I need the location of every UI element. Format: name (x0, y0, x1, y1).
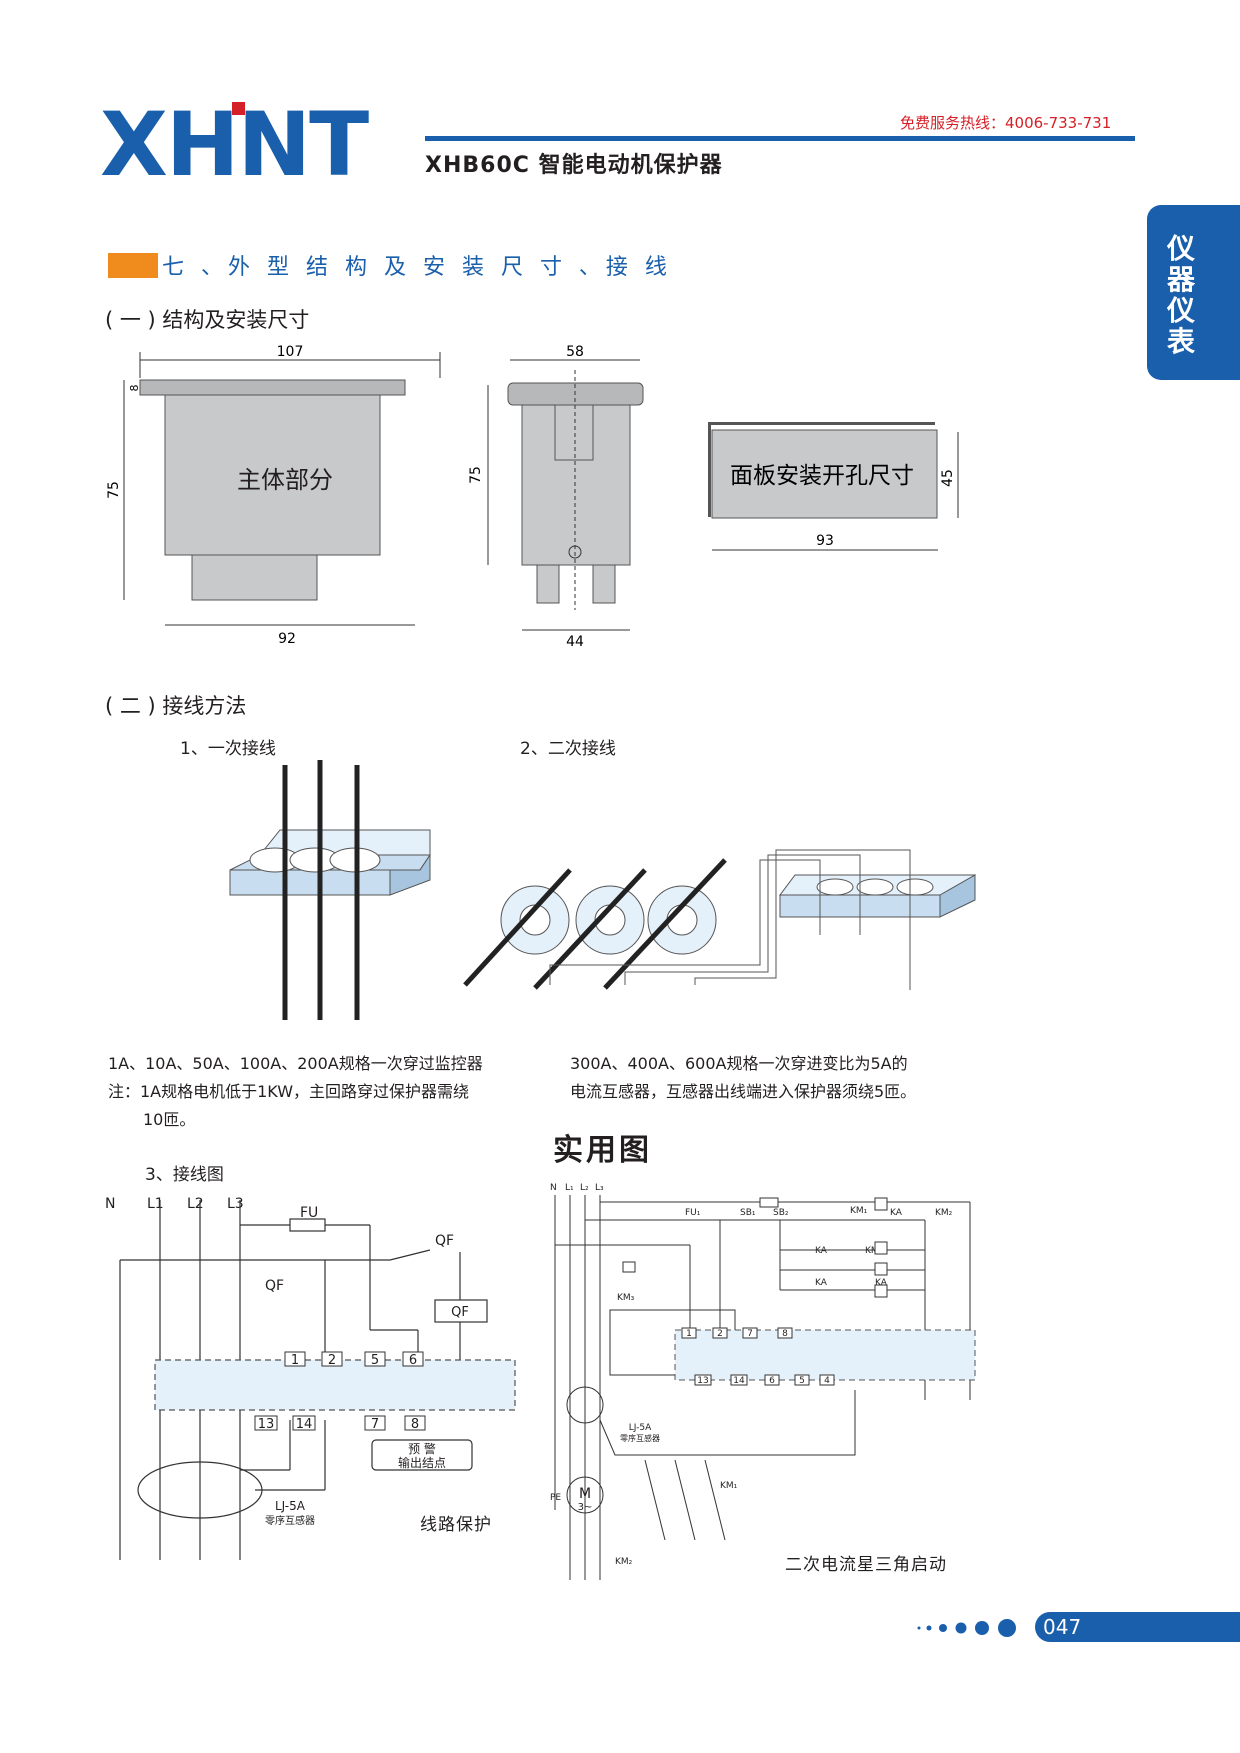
r-label-l2: L₂ (580, 1183, 589, 1193)
r-label-sb2: SB₂ (773, 1208, 789, 1218)
subsection-wiring: ( 二 ) 接线方法 (105, 694, 247, 718)
r-label-l1: L₁ (565, 1183, 574, 1193)
r-terminal-2: 2 (717, 1329, 723, 1339)
r-label-n: N (550, 1183, 557, 1193)
r-label-sb1: SB₁ (740, 1208, 756, 1218)
r-terminal-14: 14 (733, 1376, 745, 1386)
primary-note-2: 注：1A规格电机低于1KW，主回路穿过保护器需绕 (108, 1082, 470, 1101)
r-label-km1: KM₁ (850, 1206, 868, 1216)
alarm-label-1: 预 警 (408, 1441, 436, 1456)
page-number-badge: 047 (1035, 1612, 1240, 1642)
dimension-drawings: 主体部分 107 75 8 92 58 75 44 面板安装开孔尺寸 45 93 (106, 344, 959, 650)
secondary-wiring-device (463, 849, 976, 990)
star-delta-diagram: N L₁ L₂ L₃ FU₁ SB₁ SB₂ KM₁ KA KM₂ KM₃ KA… (550, 1183, 976, 1580)
page-number: 047 (1043, 1615, 1082, 1639)
alarm-label-2: 输出结点 (398, 1455, 446, 1470)
section-title: 七 、外 型 结 构 及 安 装 尺 寸 、接 线 (162, 255, 672, 280)
r-ct-desc: 零序互感器 (620, 1433, 660, 1443)
r-label-ka-2: KA (815, 1246, 828, 1256)
line-protection-caption: 线路保护 (420, 1515, 492, 1535)
r-label-ka-4: KA (875, 1278, 888, 1288)
hotline-text: 免费服务热线：4006-733-731 (900, 114, 1112, 132)
page-dots (917, 1619, 1016, 1637)
dim-front-width-bottom: 92 (278, 631, 296, 647)
dim-front-height: 75 (106, 481, 122, 499)
terminal-2: 2 (328, 1353, 336, 1368)
star-delta-caption: 二次电流星三角启动 (785, 1555, 947, 1575)
r-terminal-7: 7 (747, 1329, 753, 1339)
primary-note-3: 10匝。 (143, 1110, 196, 1129)
primary-note-1: 1A、10A、50A、100A、200A规格一次穿过监控器 (108, 1054, 483, 1073)
dim-side-width-bottom: 44 (566, 634, 584, 650)
r-label-km1-2: KM₁ (865, 1246, 883, 1256)
logo-dot (232, 102, 245, 115)
wiring-illustration (229, 760, 976, 1020)
primary-wiring-title: 1、一次接线 (180, 739, 276, 759)
primary-wiring-device (229, 760, 431, 1020)
line-protection-diagram: N L1 L2 L3 FU QF QF 1 2 5 6 QF 13 14 7 (105, 1196, 516, 1560)
r-label-ka: KA (890, 1208, 903, 1218)
header-rule (425, 136, 1135, 141)
terminal-13: 13 (258, 1417, 275, 1432)
dim-panel-width: 93 (816, 533, 834, 549)
xhnt-logo: XHNT (100, 100, 371, 185)
label-n: N (105, 1196, 115, 1212)
r-terminal-6: 6 (769, 1376, 775, 1386)
r-label-km2-2: KM₂ (615, 1557, 633, 1567)
side-tab-label: 仪器仪表 (1166, 232, 1195, 358)
secondary-note-1: 300A、400A、600A规格一次穿进变比为5A的 (570, 1054, 908, 1073)
r-terminal-13: 13 (697, 1376, 708, 1386)
terminal-6: 6 (409, 1353, 417, 1368)
label-qf-coil: QF (451, 1305, 469, 1320)
label-fu: FU (300, 1205, 318, 1221)
r-terminal-4: 4 (824, 1376, 830, 1386)
terminal-8: 8 (411, 1417, 419, 1432)
label-l3: L3 (227, 1196, 244, 1212)
r-label-ka-3: KA (815, 1278, 828, 1288)
terminal-5: 5 (371, 1353, 379, 1368)
label-qf-phase: QF (265, 1278, 284, 1294)
dim-front-flange: 8 (128, 385, 141, 392)
label-l1: L1 (147, 1196, 164, 1212)
r-label-pe: PE (550, 1493, 561, 1503)
side-tab[interactable]: 仪器仪表 (1147, 205, 1240, 380)
side-view: 58 75 44 (468, 344, 644, 650)
panel-cutout-view: 面板安装开孔尺寸 45 93 (708, 422, 959, 551)
r-label-l3: L₃ (595, 1183, 604, 1193)
r-terminal-8: 8 (782, 1329, 788, 1339)
r-label-km3: KM₃ (617, 1293, 635, 1303)
section-marker (108, 253, 158, 278)
secondary-note-2: 电流互感器，互感器出线端进入保护器须绕5匝。 (570, 1082, 917, 1101)
front-label: 主体部分 (237, 466, 333, 494)
r-label-km2: KM₂ (935, 1208, 953, 1218)
r-ct-label: LJ-5A (629, 1423, 652, 1433)
label-l2: L2 (187, 1196, 204, 1212)
r-terminal-5: 5 (799, 1376, 805, 1386)
diagram-title: 3、接线图 (145, 1165, 224, 1185)
product-title: XHB60C 智能电动机保护器 (425, 153, 723, 178)
motor-label: M (579, 1486, 591, 1502)
ct-desc: 零序互感器 (265, 1514, 315, 1527)
terminal-1: 1 (291, 1353, 299, 1368)
r-label-km1-3: KM₁ (720, 1481, 738, 1491)
subsection-structure: ( 一 ) 结构及安装尺寸 (105, 308, 310, 332)
terminal-14: 14 (296, 1417, 313, 1432)
panel-label: 面板安装开孔尺寸 (730, 463, 914, 489)
front-view: 主体部分 107 75 8 92 (106, 344, 441, 647)
motor-sub: 3~ (578, 1502, 593, 1513)
practical-title: 实用图 (553, 1133, 652, 1168)
r-label-fu: FU₁ (685, 1208, 701, 1218)
ct-label: LJ-5A (275, 1499, 306, 1513)
secondary-wiring-title: 2、二次接线 (520, 739, 616, 759)
dim-front-width-top: 107 (277, 344, 304, 360)
dim-side-width-top: 58 (566, 344, 584, 360)
r-terminal-1: 1 (686, 1329, 692, 1339)
dim-panel-height: 45 (940, 469, 956, 487)
label-qf-main: QF (435, 1233, 454, 1249)
terminal-7: 7 (371, 1417, 379, 1432)
dim-side-height: 75 (468, 466, 484, 484)
